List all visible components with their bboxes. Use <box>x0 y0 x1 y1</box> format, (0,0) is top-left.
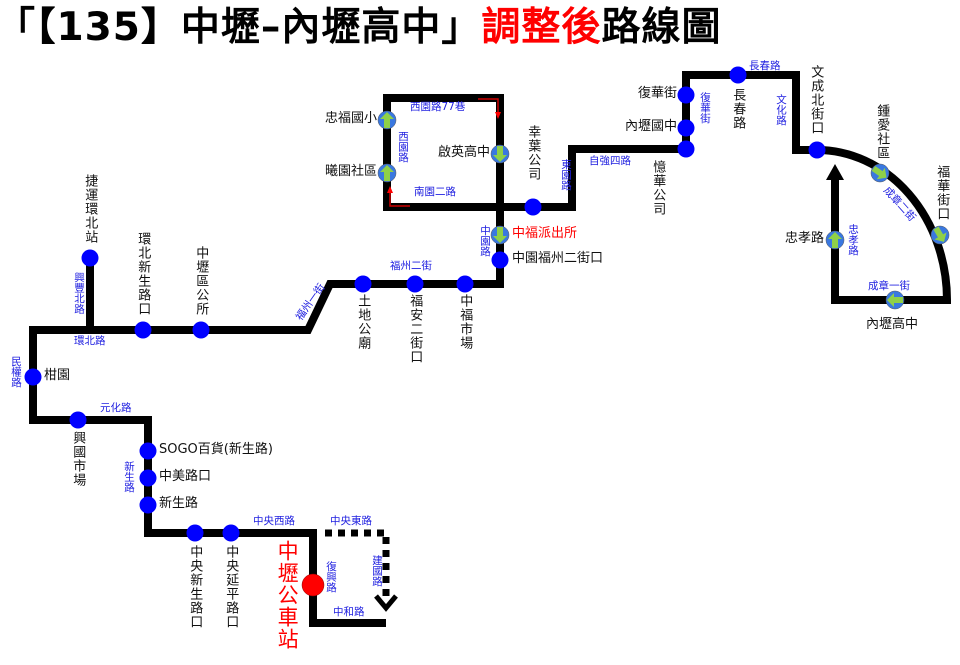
stop-label: 忠孝路 <box>784 231 824 246</box>
road-label: 中和路 <box>333 606 365 618</box>
title-suffix: 路線圖 <box>601 5 722 50</box>
dotted-route-line <box>325 529 390 598</box>
loop-line <box>816 146 952 304</box>
road-label: 西園路77巷 <box>410 101 466 113</box>
stop-label: 忠福國小 <box>324 111 377 126</box>
bus-stop-dot <box>139 469 157 487</box>
stop-label: 內壢國中 <box>624 119 677 134</box>
stop-label: 福安二街口 <box>407 294 423 364</box>
map-title: 「【135】中壢–內壢高中」調整後路線圖 <box>0 0 721 52</box>
direction-arrow-icon <box>826 164 844 180</box>
stop-label: 環北新生路口 <box>135 232 151 316</box>
bus-stop-dot <box>354 275 372 293</box>
direction-hint-line <box>478 98 499 114</box>
road-label: 南園二路 <box>414 186 456 198</box>
road-label: 新生路 <box>123 461 136 493</box>
stop-label: 文成北街口 <box>808 65 824 135</box>
route-line <box>29 71 817 627</box>
road-label: 長春路 <box>749 60 781 72</box>
road-label: 福州二街 <box>390 260 432 272</box>
bus-stop-dot <box>456 275 474 293</box>
bus-stop-dot <box>134 321 152 339</box>
bus-stop-dot <box>491 251 509 269</box>
direction-hint-line <box>389 191 410 207</box>
stop-label: 啟英高中 <box>437 145 490 160</box>
road-label: 西園路 <box>397 131 410 163</box>
bus-stop-dot <box>677 86 695 104</box>
bus-stop-dot <box>139 496 157 514</box>
stop-label: 中美路口 <box>159 469 212 484</box>
road-label: 復興路 <box>325 561 338 593</box>
direction-arrow-icon <box>380 112 394 128</box>
bus-stop-dot <box>81 249 99 267</box>
stop-label: 中央新生路口 <box>187 545 203 629</box>
title-route: 「【135】中壢–內壢高中」 <box>0 5 482 50</box>
road-label: 環北路 <box>74 335 106 347</box>
road-label: 興豐北路 <box>73 272 86 314</box>
direction-arrow-icon <box>380 165 394 181</box>
direction-arrow-icon <box>828 232 842 248</box>
bus-stop-dot <box>69 411 87 429</box>
stop-label: 復華街 <box>637 86 677 101</box>
stop-label: 柑園 <box>44 368 71 383</box>
bus-stop-dot <box>406 275 424 293</box>
arrow-up-icon <box>387 186 393 193</box>
bus-stop-dot <box>192 321 210 339</box>
title-adjusted: 調整後 <box>481 5 602 50</box>
stop-label: 中壢區公所 <box>193 246 209 316</box>
stop-label: 長春路 <box>730 88 746 130</box>
road-label: 中央西路 <box>253 515 295 527</box>
stop-label: 興國市場 <box>70 431 86 487</box>
stop-label: 鍾愛社區 <box>874 104 890 160</box>
bus-stop-dot <box>222 524 240 542</box>
stop-label: 中福派出所 <box>512 226 578 241</box>
direction-arrow-icon <box>933 226 947 242</box>
direction-arrow-icon <box>871 165 887 180</box>
road-label: 成章一街 <box>868 280 910 292</box>
bus-stop-dot <box>139 442 157 460</box>
stop-label: SOGO百貨(新生路) <box>159 442 273 457</box>
stop-label: 福華街口 <box>934 165 950 221</box>
bus-stop-dot <box>677 119 695 137</box>
bus-stop-dot <box>808 141 826 159</box>
stop-label: 中園福州二街口 <box>512 251 604 266</box>
road-label: 中央東路 <box>330 515 372 527</box>
direction-arrow-icon <box>493 146 507 162</box>
road-label: 元化路 <box>100 402 132 414</box>
road-label: 忠孝路 <box>847 224 860 256</box>
road-label: 自強四路 <box>589 155 631 167</box>
chevron-down-icon <box>374 594 398 612</box>
arrow-down-icon <box>495 112 501 119</box>
direction-arrow-icon <box>493 227 507 243</box>
stop-label: 幸葉公司 <box>525 125 541 181</box>
stop-label: 內壢高中 <box>866 317 919 332</box>
stop-label: 捷運環北站 <box>82 174 98 244</box>
terminal-label: 中壢公車站 <box>275 540 300 650</box>
bus-stop-dot <box>524 198 542 216</box>
stop-label: 中央延平路口 <box>223 545 239 629</box>
bus-stop-dot <box>677 140 695 158</box>
road-label: 復華街 <box>699 92 712 124</box>
bus-stop-dot <box>729 66 747 84</box>
stop-label: 中福市場 <box>457 294 473 350</box>
stop-label: 曦園社區 <box>324 164 377 179</box>
bus-stop-dot <box>186 524 204 542</box>
bus-stop-dot <box>24 368 42 386</box>
stop-label: 憶華公司 <box>650 160 666 216</box>
stop-label: 土地公廟 <box>355 294 371 350</box>
road-label: 文化路 <box>775 94 788 126</box>
road-label: 建國路 <box>371 555 384 587</box>
road-label: 民權路 <box>10 356 23 388</box>
stop-label: 新生路 <box>159 496 199 511</box>
road-label: 中園路 <box>479 225 492 257</box>
direction-arrow-icon <box>887 293 903 307</box>
terminal-stop-dot <box>301 573 325 597</box>
road-label: 東園路 <box>560 159 573 191</box>
